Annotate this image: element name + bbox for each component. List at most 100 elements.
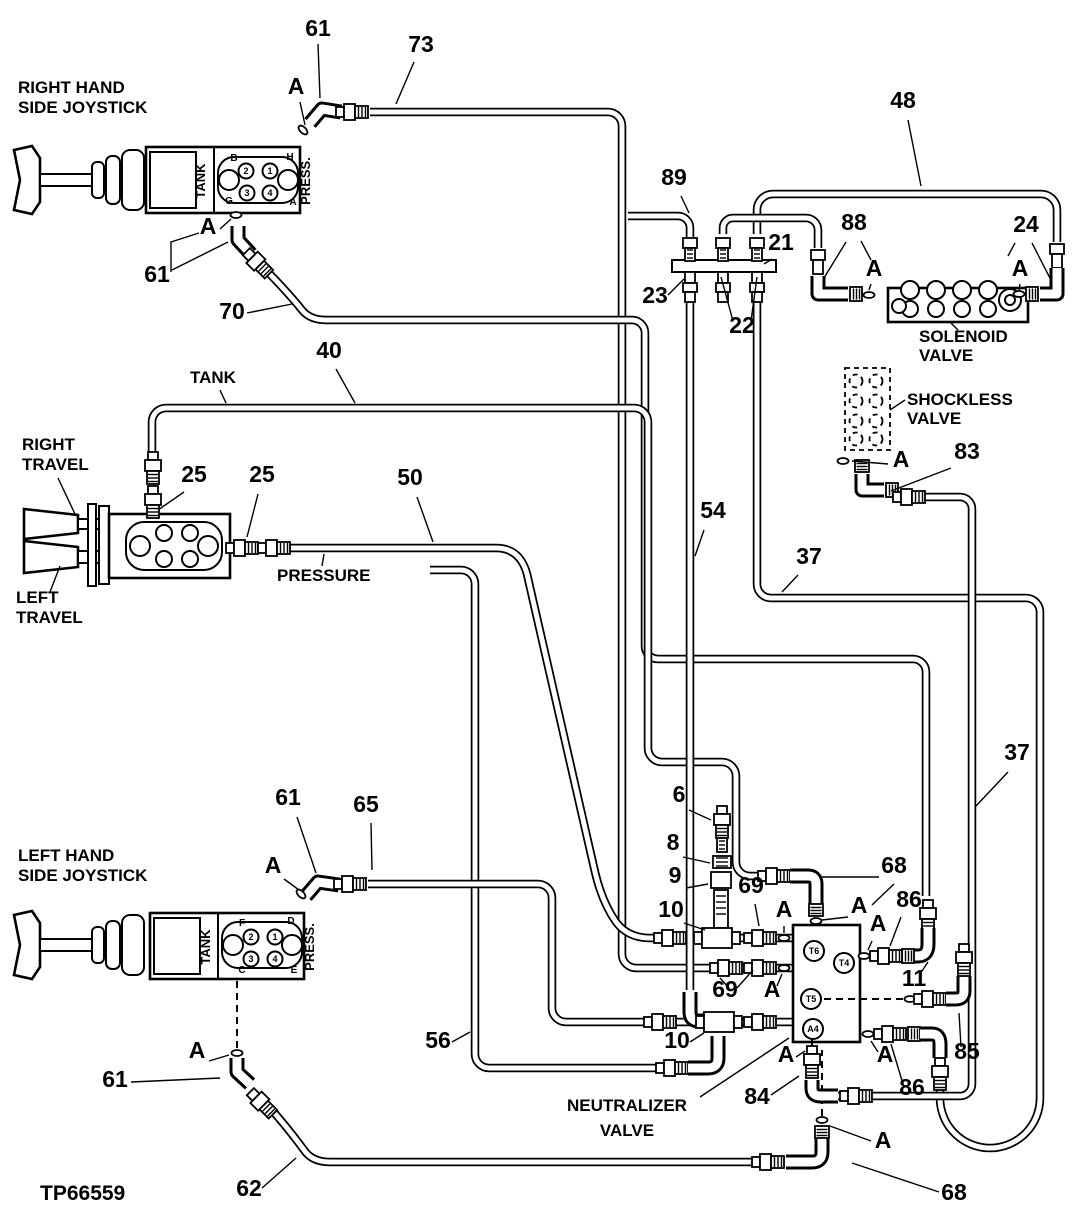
callout-40-leader-0 [335,368,356,404]
callout-10-upper: 10 [658,896,684,922]
callout-22-leader-0 [720,276,734,322]
callout-83: 83 [954,438,980,464]
callout-8-leader-0 [682,856,711,864]
callout-a-lh-bottom-leader-0 [208,1054,230,1062]
callout-22-leader-1 [750,276,758,322]
rh-joystick-boot-2 [105,155,121,205]
callout-61-lh-top: 61 [275,784,301,810]
callout-89: 89 [661,164,687,190]
callout-a-rh-bottom: A [200,213,217,239]
callout-69-lower: 69 [712,976,738,1002]
right-travel-pedal [22,507,80,541]
label-pressure-line-leader-0 [321,553,325,567]
callout-a-lh-top: A [265,852,282,878]
fitting-86-lower [873,1025,907,1043]
label-right-joystick-line2: SIDE JOYSTICK [18,98,148,117]
label-neutralizer-valve-line2: VALVE [600,1121,654,1140]
oring-a-86-lower [861,1030,875,1038]
oring-a-lh-bottom [230,1049,244,1057]
callout-88-leader-0 [823,241,847,279]
callout-a-69-upper: A [776,896,793,922]
label-shockless-valve-line1-leader-0 [889,399,906,411]
lh-joystick-port-tank: TANK [198,929,213,965]
callout-54: 54 [700,497,726,523]
callout-65-leader-0 [370,822,373,871]
hose-40-tank [152,408,760,876]
callout-9-leader-0 [685,883,709,889]
callout-50-leader-0 [416,496,434,543]
callout-a-88-leader-0 [868,283,872,291]
nv-port-a4: A4 [807,1024,819,1034]
callout-a-24-leader-0 [1018,283,1021,291]
oring-a-69-upper [777,934,791,942]
fitting-84 [803,1045,821,1079]
lh-port-num-3: 3 [248,954,253,964]
neutralizer-valve-body [791,923,862,1044]
callout-a-lh-bottom: A [189,1037,206,1063]
fitting-25-tank [144,451,162,485]
callout-10-lower-leader-0 [689,1032,705,1043]
left-hand-joystick [12,909,306,981]
callout-85: 85 [954,1038,980,1064]
shockless-valve [844,367,891,451]
callout-23-leader-0 [667,278,685,296]
callout-68-upper: 68 [881,852,907,878]
label-neutralizer-valve-line1-leader-0 [699,1037,790,1098]
callout-37-right-leader-0 [975,771,1009,807]
callout-a-24: A [1012,255,1029,281]
callout-61-rh-top: 61 [305,15,331,41]
callout-6: 6 [673,781,686,807]
callout-86-lower-leader-0 [890,1043,904,1085]
oring-a-rh-bottom [229,211,243,219]
rh-port-letter-h: H [286,152,293,163]
rh-port-num-4: 4 [267,188,272,198]
callout-69-lower-leader-0 [736,969,754,989]
callout-56: 56 [425,1027,451,1053]
callout-a-68-lower-leader-0 [829,1125,872,1142]
rh-joystick-handle [12,144,42,216]
leader-lines [49,43,1053,1193]
oring-a-88 [862,291,876,299]
callout-37-mid: 37 [796,543,822,569]
callout-a-68-upper: A [851,892,868,918]
label-tank-line: TANK [190,368,237,387]
rh-joystick-boot-1 [91,161,105,199]
callout-6-leader-0 [688,809,712,821]
nv-port-t4-circle [833,952,855,974]
label-left-travel-line2: TRAVEL [16,608,83,627]
callout-a-86-lower-leader-0 [870,1040,879,1053]
callout-62-leader-0 [261,1157,297,1189]
solenoid-valve [886,280,1030,324]
label-solenoid-valve-line1-leader-0 [949,321,959,331]
rh-port-letter-a: A [289,197,296,208]
label-right-travel-line1: RIGHT [22,435,76,454]
label-right-travel-line2: TRAVEL [22,455,89,474]
callout-61-rh-bottom-leader-0 [170,232,200,272]
callout-9: 9 [669,862,682,888]
callout-68-lower: 68 [941,1179,967,1205]
callout-a-86-upper-leader-0 [867,940,873,951]
callout-37-mid-leader-0 [781,574,799,593]
callout-25-tank: 25 [181,461,207,487]
callout-85-leader-0 [958,1012,962,1048]
label-left-joystick-line1: LEFT HAND [18,846,114,865]
label-right-travel-line2-leader-0 [57,477,76,515]
left-travel-pedal [22,539,80,575]
callout-23: 23 [642,282,668,308]
lh-joystick-boot-2 [105,920,121,970]
lh-port-num-4: 4 [272,954,277,964]
callout-a-86-lower: A [877,1041,894,1067]
callout-40: 40 [316,337,342,363]
callout-84: 84 [744,1083,770,1109]
lh-joystick-port-press: PRESS. [302,923,317,971]
callout-61-rh-bottom-leader-1 [171,241,229,271]
oring-a-83 [836,457,850,465]
callout-73-leader-0 [395,61,415,105]
nv-port-t5-circle [800,988,822,1010]
nv-port-t4: T4 [839,958,850,968]
lh-port-letter-d: D [287,916,294,927]
callout-a-68-lower: A [875,1127,892,1153]
callout-61-rh-bottom: 61 [144,261,170,287]
callout-22: 22 [729,312,755,338]
